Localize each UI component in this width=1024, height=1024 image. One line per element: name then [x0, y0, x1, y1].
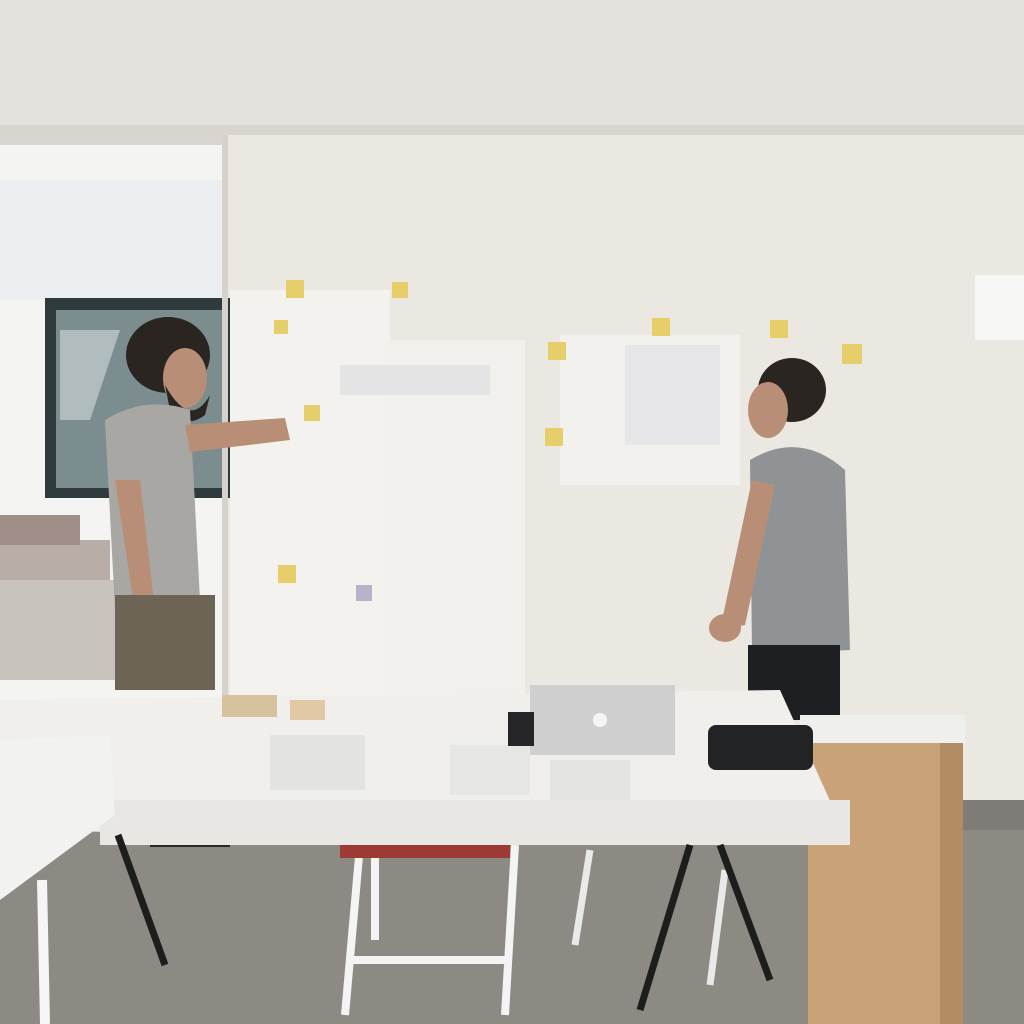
- person-right: [709, 358, 850, 720]
- wood-block: [290, 700, 325, 720]
- sticky-note: [770, 320, 788, 338]
- hand: [709, 614, 741, 642]
- trousers: [115, 595, 215, 690]
- sticky-note: [545, 428, 563, 446]
- arm-down: [115, 480, 155, 612]
- sticky-note: [286, 280, 304, 298]
- sticky-note: [274, 320, 288, 334]
- face: [163, 348, 207, 408]
- ceiling: [0, 0, 1024, 135]
- sticky-note: [356, 585, 372, 601]
- paper-grid: [625, 345, 720, 445]
- wood-block: [222, 695, 277, 717]
- chair-legs: [571, 849, 729, 986]
- table-legs: [114, 833, 774, 1012]
- wall-corner: [222, 135, 228, 705]
- background-floor-patch: [0, 580, 120, 680]
- left-table: [0, 735, 115, 900]
- stool: [341, 844, 519, 1016]
- laptop-shadow: [508, 712, 534, 746]
- sticky-note: [278, 565, 296, 583]
- paper-board-left: [230, 290, 390, 700]
- sticky-note: [304, 405, 320, 421]
- paper-on-table: [450, 745, 530, 795]
- table-edge: [100, 800, 850, 845]
- paper-board-center: [385, 340, 525, 700]
- window-reflection: [60, 330, 120, 420]
- shirt: [750, 447, 850, 655]
- wall-sign: [975, 275, 1024, 340]
- laptop-logo: [593, 713, 607, 727]
- sticky-notes: [274, 280, 862, 601]
- paper-board-header: [340, 365, 490, 395]
- background-table: [0, 540, 110, 580]
- background-clutter: [0, 515, 80, 545]
- paper-on-table: [550, 760, 630, 800]
- wooden-cabinet: [808, 738, 963, 1024]
- sticky-note: [842, 344, 862, 364]
- face: [748, 382, 788, 438]
- dark-case: [708, 725, 813, 770]
- arm: [720, 480, 775, 630]
- sticky-note: [392, 282, 408, 298]
- left-table-leg: [37, 879, 50, 1024]
- person-left: [105, 317, 290, 847]
- arm-outstretched: [185, 418, 290, 452]
- cabinet-top: [800, 715, 965, 743]
- cabinet-side: [940, 738, 963, 1024]
- paper-on-table: [270, 735, 365, 790]
- doorway-inner-wall: [0, 180, 222, 300]
- sticky-note: [548, 342, 566, 360]
- sticky-note: [652, 318, 670, 336]
